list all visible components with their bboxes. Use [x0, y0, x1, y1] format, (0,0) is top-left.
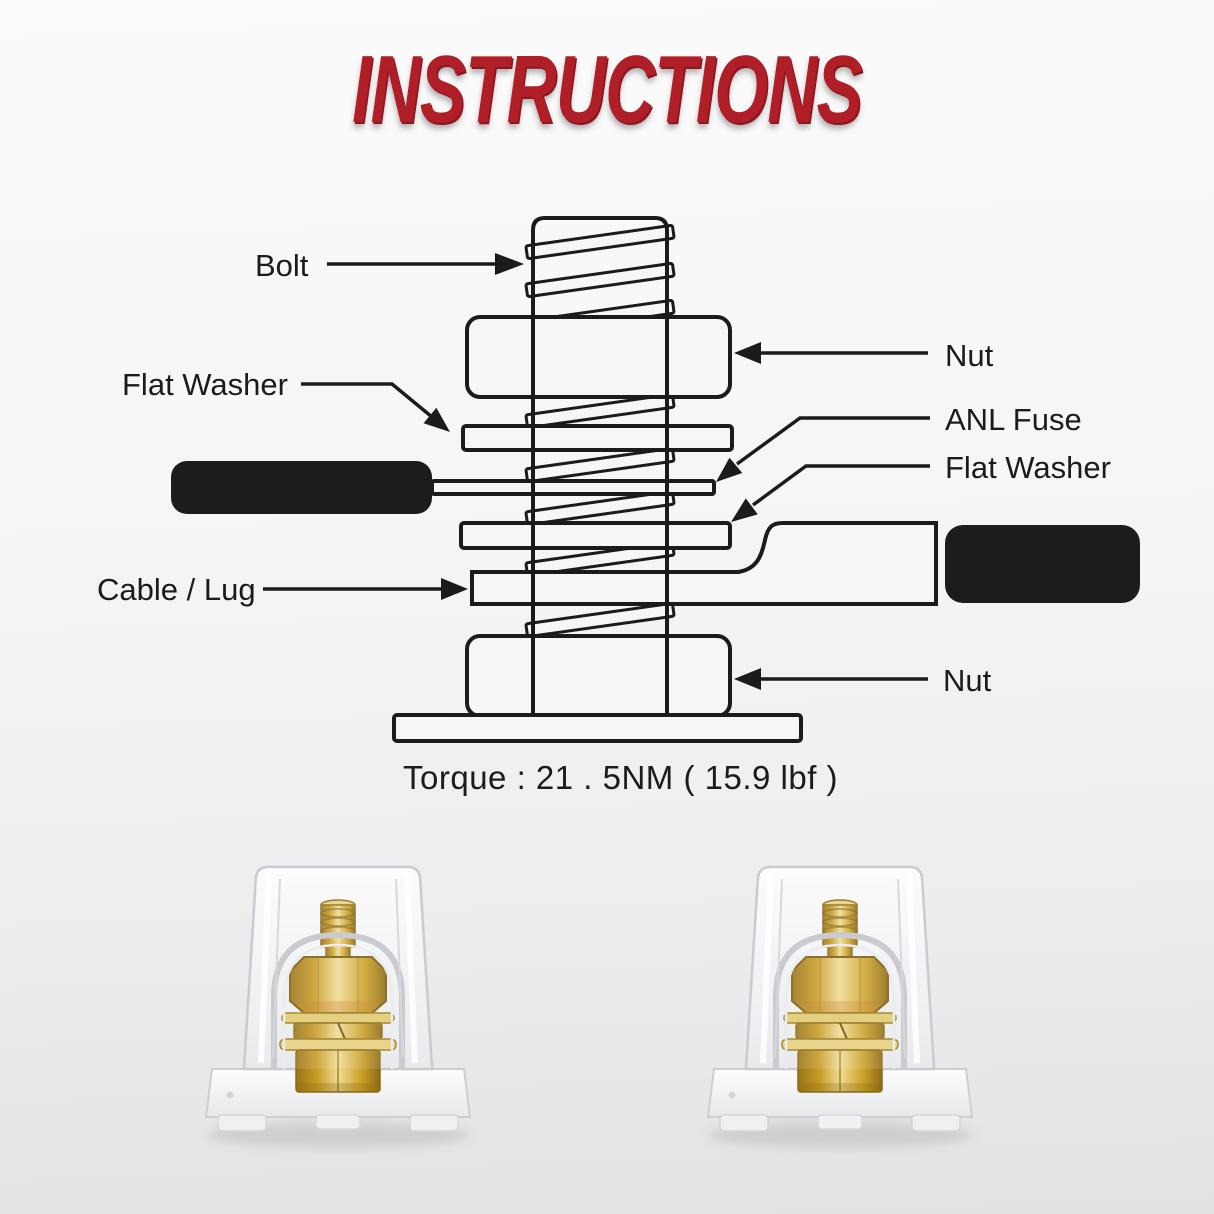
label-nut-bottom: Nut — [943, 663, 992, 698]
page-title: INSTRUCTIONS — [352, 36, 862, 143]
base-plate-shape — [392, 713, 803, 743]
leader-lines — [263, 253, 930, 690]
bolt-shaft-shape — [531, 216, 669, 716]
top-nut-shape — [465, 315, 732, 399]
label-flat-washer-left: Flat Washer — [122, 367, 288, 402]
bolt-thread-lines — [524, 224, 676, 638]
bottom-nut-shape — [465, 634, 732, 718]
label-flat-washer-right: Flat Washer — [945, 450, 1111, 485]
label-nut-top: Nut — [945, 338, 994, 373]
label-anl-fuse: ANL Fuse — [945, 402, 1082, 437]
label-cable-lug: Cable / Lug — [97, 572, 256, 607]
cable-lug-shape — [470, 521, 938, 606]
fuse-holder-photo-right — [700, 855, 980, 1155]
lower-flat-washer-shape — [459, 521, 732, 550]
fuse-holder-photo-left — [198, 855, 478, 1155]
torque-note: Torque : 21 . 5NM ( 15.9 lbf ) — [403, 759, 838, 796]
anl-fuse-strip-shape — [430, 479, 716, 496]
right-cable — [945, 525, 1140, 603]
label-bolt: Bolt — [255, 248, 309, 283]
upper-flat-washer-shape — [461, 424, 734, 452]
left-cable — [171, 461, 432, 514]
